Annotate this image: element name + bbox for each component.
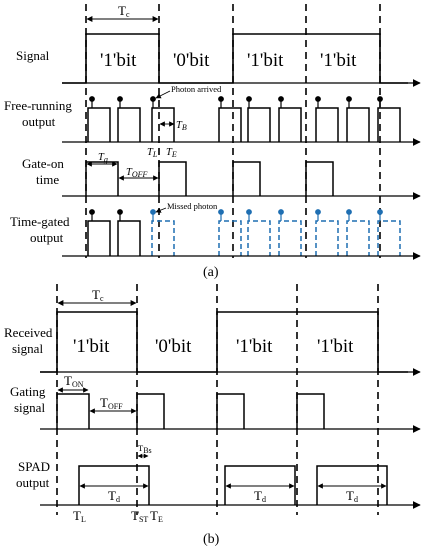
row-label-signal: Signal <box>16 48 50 63</box>
panel-a: Tc Signal '1'bit '0'bit '1'bit '1'bit Fr… <box>4 3 421 280</box>
panel-b: Tc Received signal '1'bit '0'bit '1'bit … <box>4 284 421 547</box>
photon-markers-a <box>89 96 383 108</box>
photon-arrived-label: Photon arrived <box>171 84 222 94</box>
row-label-gate-on-1: Gate-on <box>22 156 64 171</box>
te-label-b: TE <box>150 508 163 524</box>
td-label-3: Td <box>346 488 358 504</box>
bit-label-b3: '1'bit <box>236 336 273 357</box>
gated-output-pulses <box>87 220 141 256</box>
row-label-free-running-1: Free-running <box>4 98 72 113</box>
td-label-2: Td <box>254 488 266 504</box>
toff-label-a: TOFF <box>126 167 148 179</box>
bit-label-a3: '1'bit <box>247 50 284 71</box>
gating-pulses <box>56 393 325 429</box>
bit-label-b1: '1'bit <box>73 336 110 357</box>
gated-photon-markers <box>89 209 123 221</box>
row-label-gating-2: signal <box>14 400 45 415</box>
tc-label-a: Tc <box>118 3 130 19</box>
photon-arrived-pointer <box>155 90 171 99</box>
toff-label-b: TOFF <box>100 395 123 411</box>
ton-label: TON <box>64 373 84 389</box>
caption-a: (a) <box>203 265 219 280</box>
bit-label-b2: '0'bit <box>155 336 192 357</box>
tg-label: Tg <box>98 152 108 164</box>
gate-on-pulses <box>85 161 334 196</box>
missed-photon-markers <box>150 209 383 221</box>
bit-label-a4: '1'bit <box>320 50 357 71</box>
caption-b: (b) <box>203 532 220 547</box>
row-label-gate-on-2: time <box>36 172 59 187</box>
row-label-received-1: Received <box>4 325 53 340</box>
row-label-gating-1: Gating <box>10 384 46 399</box>
tl-label-b: TL <box>73 508 86 524</box>
row-label-time-gated-1: Time-gated <box>10 214 70 229</box>
row-label-spad-1: SPAD <box>18 459 50 474</box>
missed-pulses <box>151 220 401 256</box>
tl-label-a: TL <box>147 147 158 159</box>
missed-photon-label: Missed photon <box>167 201 218 211</box>
spad-pulses <box>78 465 388 505</box>
bit-label-a1: '1'bit <box>100 50 137 71</box>
row-label-received-2: signal <box>12 341 43 356</box>
tb-label: TB <box>176 120 187 132</box>
tbs-label: TBs <box>138 443 152 455</box>
bit-label-a2: '0'bit <box>173 50 210 71</box>
row-label-time-gated-2: output <box>30 230 64 245</box>
te-label-a: TE <box>166 147 177 159</box>
tc-label-b: Tc <box>92 287 104 303</box>
td-label-1: Td <box>108 488 120 504</box>
row-label-free-running-2: output <box>22 114 56 129</box>
missed-photon-pointer <box>155 207 167 213</box>
ts-label-b: TST <box>131 508 148 524</box>
bit-label-b4: '1'bit <box>317 336 354 357</box>
row-label-spad-2: output <box>16 475 50 490</box>
free-running-pulses <box>87 107 401 142</box>
